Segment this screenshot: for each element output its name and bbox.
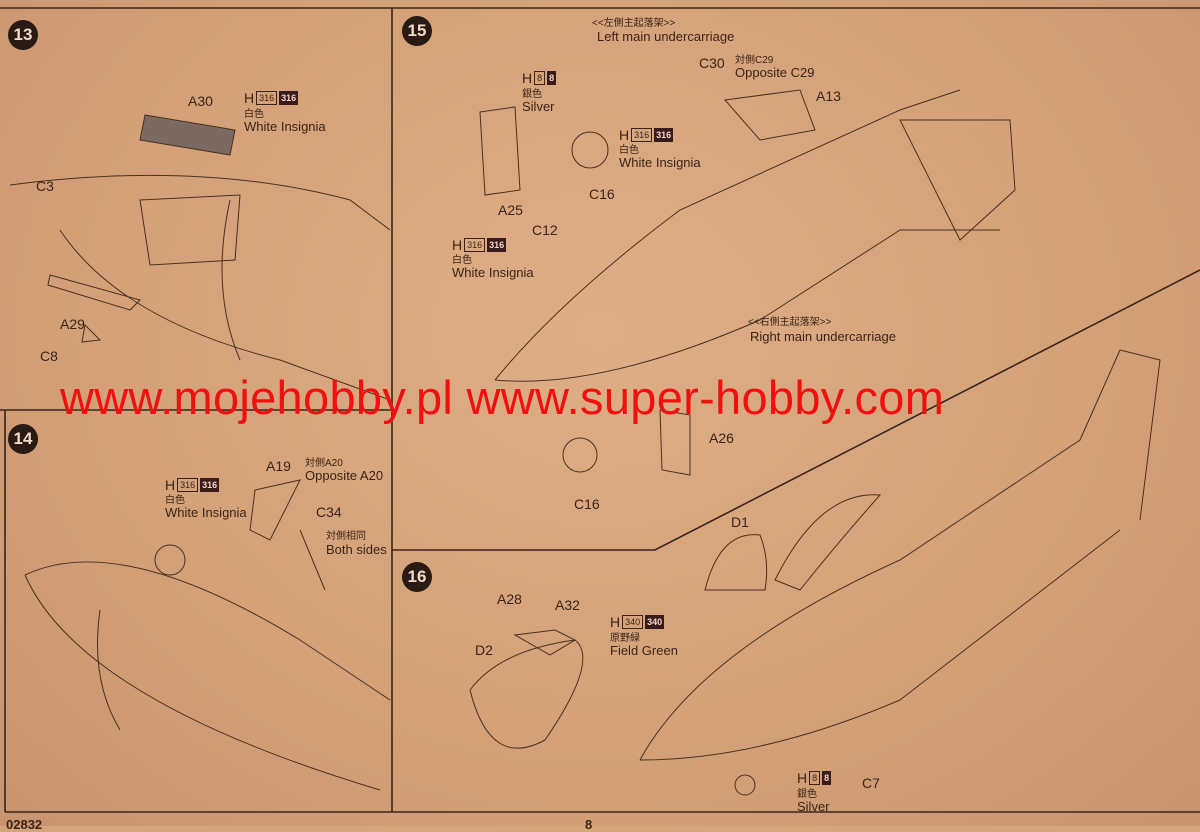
part-label: A13 [816,88,841,104]
part-label: C16 [589,186,615,202]
paint-name: White Insignia [244,119,326,134]
paint-prefix: H [165,477,176,493]
note: Opposite A20 [305,468,384,483]
note-cn: 対側A20 [305,458,343,469]
part-label: C12 [532,222,558,238]
note-cn: 対側相同 [326,531,366,542]
paint-name: Field Green [610,643,678,658]
part-label: C8 [40,348,58,364]
paint-prefix: H [610,614,621,630]
left-gear-cn: <<左側主起落架>> [592,18,676,29]
paint-name: White Insignia [165,505,247,520]
part-label: C7 [862,775,880,791]
part-label: A30 [188,93,213,109]
paint-prefix: H [452,237,463,253]
paint-code: 8 [809,771,821,785]
part-label: A26 [709,430,734,446]
page-number: 8 [585,817,593,832]
part-label: D2 [475,642,493,658]
paint-prefix: H [522,70,533,86]
opposite-label: Opposite C29 [735,65,815,80]
note: Both sides [326,542,387,557]
right-gear-cn: <<右側主起落架>> [748,317,832,328]
part-label: D1 [731,514,749,530]
part-label: A29 [60,316,85,332]
opposite-cn: 対側C29 [735,55,774,66]
left-gear-label: Left main undercarriage [597,29,735,44]
paint-prefix: H [244,90,255,106]
paint-prefix: H [797,770,808,786]
part-label: C30 [699,55,725,71]
paint-code: 316 [464,238,486,252]
step-16-badge: 16 [402,562,432,592]
paint-name-cn: 銀色 [522,89,542,100]
paint-code: 340 [645,615,665,629]
paint-name: White Insignia [452,265,534,280]
kit-number: 02832 [6,817,43,832]
paint-code: 8 [547,71,557,85]
paint-name: Silver [522,99,555,114]
paint-code: 316 [654,128,674,142]
part-label: A32 [555,597,580,613]
step-14-badge: 14 [8,424,38,454]
part-label: C16 [574,496,600,512]
paint-code: 316 [631,128,653,142]
paint-name-cn: 銀色 [797,789,817,800]
paint-code: 316 [487,238,507,252]
step-15-badge: 15 [402,16,432,46]
paint-prefix: H [619,127,630,143]
part-label: C3 [36,178,54,194]
paint-code: 340 [622,615,644,629]
paint-code: 8 [822,771,832,785]
part-label: C34 [316,504,342,520]
part-label: A28 [497,591,522,607]
paint-name-cn: 白色 [619,145,639,156]
paint-name-cn: 白色 [452,255,472,266]
paint-name-cn: 白色 [165,495,185,506]
paint-name: White Insignia [619,155,701,170]
paint-name-cn: 原野緑 [610,633,640,644]
paint-code: 8 [534,71,546,85]
part-label: A25 [498,202,523,218]
paint-name: Silver [797,799,830,814]
paint-name-cn: 白色 [244,109,264,120]
paint-code: 316 [256,91,278,105]
step-13-badge: 13 [8,20,38,50]
watermark: www.mojehobby.pl www.super-hobby.com [60,371,945,424]
part-label: A19 [266,458,291,474]
paint-code: 316 [279,91,299,105]
paint-code: 316 [200,478,220,492]
paint-code: 316 [177,478,199,492]
right-gear-label: Right main undercarriage [750,329,896,344]
